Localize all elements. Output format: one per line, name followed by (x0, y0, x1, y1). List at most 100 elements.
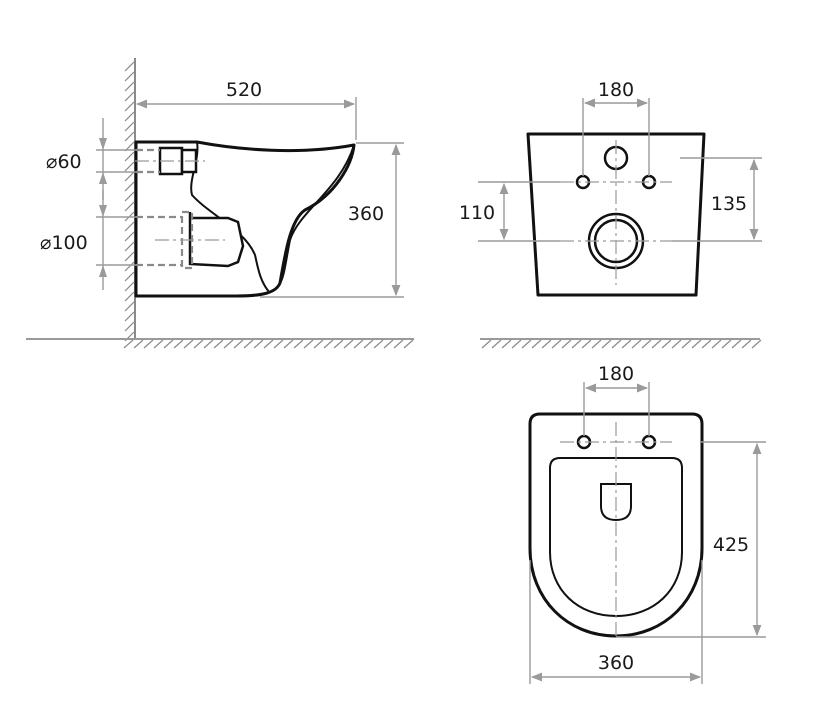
floor-hatch-stroke (173, 339, 184, 349)
floor-hatch-stroke (333, 339, 344, 349)
floor-hatch-stroke (601, 339, 612, 349)
floor-hatch-stroke (133, 339, 144, 349)
floor-hatch-stroke (123, 339, 134, 349)
floor-hatch-stroke (591, 339, 602, 349)
wall-hatch-stroke (124, 191, 135, 202)
wall-hatch-stroke (124, 81, 135, 92)
floor-hatch-stroke (671, 339, 682, 349)
dim-100-label: ⌀100 (40, 232, 88, 254)
floor-hatch-stroke (233, 339, 244, 349)
floor-hatch-stroke (153, 339, 164, 349)
floor-hatch-stroke (203, 339, 214, 349)
dim-180-back-label: 180 (598, 79, 634, 101)
floor-hatch-stroke (403, 339, 414, 349)
wall-hatch-stroke (124, 201, 135, 212)
floor-hatch-stroke (501, 339, 512, 349)
floor-hatch-stroke (491, 339, 502, 349)
floor-hatch-stroke (551, 339, 562, 349)
side-view: 520 360 ⌀60 ⌀100 (26, 58, 414, 349)
floor-hatch-stroke (183, 339, 194, 349)
floor-hatch-stroke (253, 339, 264, 349)
dim-60-arrow-top (99, 138, 107, 150)
wall-hatch-stroke (124, 151, 135, 162)
floor-hatch-stroke (323, 339, 334, 349)
wall-hatch-stroke (124, 261, 135, 272)
wall-hatch-stroke (124, 161, 135, 172)
dim-360-label: 360 (348, 203, 384, 225)
wall-hatch-stroke (124, 61, 135, 72)
wall-hatch-stroke (124, 101, 135, 112)
wall-hatch-stroke (124, 291, 135, 302)
floor-hatch-stroke (521, 339, 532, 349)
wall-hatch-stroke (124, 221, 135, 232)
flush-outlet (600, 483, 632, 522)
floor-hatch-stroke (681, 339, 692, 349)
floor-hatch-stroke (373, 339, 384, 349)
dim-135-label: 135 (711, 193, 747, 215)
wall-hatch-stroke (124, 231, 135, 242)
wall-hatch-stroke (124, 91, 135, 102)
wall-hatch-stroke (124, 271, 135, 282)
floor-hatch-stroke (283, 339, 294, 349)
wall-hatch-stroke (124, 311, 135, 322)
floor-hatch-stroke (531, 339, 542, 349)
wall-hatch-stroke (124, 111, 135, 122)
dim-425-label: 425 (713, 534, 749, 556)
floor-hatch-stroke (731, 339, 742, 349)
floor-hatch-stroke (651, 339, 662, 349)
floor-hatch-stroke (721, 339, 732, 349)
floor-hatch-stroke (541, 339, 552, 349)
floor-hatch-stroke (691, 339, 702, 349)
floor-hatch-stroke (631, 339, 642, 349)
floor-hatch-stroke (571, 339, 582, 349)
top-view: 180 425 360 (528, 363, 766, 684)
dim-360-top-label: 360 (598, 652, 634, 674)
floor-hatch-stroke (661, 339, 672, 349)
floor-hatch-stroke (641, 339, 652, 349)
dim-180-top-label: 180 (598, 363, 634, 385)
wall-hatch-stroke (124, 301, 135, 312)
floor-hatch-stroke (363, 339, 374, 349)
wall-hatch-stroke (124, 181, 135, 192)
floor-hatch-stroke (393, 339, 404, 349)
floor-hatch-stroke (611, 339, 622, 349)
floor-hatch-right (481, 339, 762, 349)
floor-hatch-stroke (353, 339, 364, 349)
drain-pipe-outline (188, 212, 245, 268)
floor-hatch-stroke (303, 339, 314, 349)
back-view: 180 110 135 (459, 79, 762, 349)
floor-hatch-stroke (561, 339, 572, 349)
dim-100-arrow-bottom (99, 265, 107, 277)
dim-520-label: 520 (226, 79, 262, 101)
floor-hatch-left (123, 339, 414, 349)
floor-hatch-stroke (511, 339, 522, 349)
wall-hatch-stroke (124, 251, 135, 262)
wall-hatch (124, 61, 135, 342)
floor-hatch-stroke (223, 339, 234, 349)
wall-hatch-stroke (124, 321, 135, 332)
floor-hatch-stroke (751, 339, 762, 349)
floor-hatch-stroke (581, 339, 592, 349)
floor-hatch-stroke (273, 339, 284, 349)
dim-110-label: 110 (459, 202, 495, 224)
floor-hatch-stroke (383, 339, 394, 349)
floor-hatch-stroke (163, 339, 174, 349)
floor-hatch-stroke (193, 339, 204, 349)
wall-hatch-stroke (124, 281, 135, 292)
wall-hatch-stroke (124, 121, 135, 132)
rim-inner-curve (279, 144, 355, 284)
dim-60-label: ⌀60 (46, 151, 82, 173)
floor-hatch-stroke (213, 339, 224, 349)
floor-hatch-stroke (263, 339, 274, 349)
floor-hatch-stroke (711, 339, 722, 349)
floor-hatch-stroke (343, 339, 354, 349)
floor-hatch-stroke (293, 339, 304, 349)
wall-hatch-stroke (124, 241, 135, 252)
floor-hatch-stroke (481, 339, 492, 349)
floor-hatch-stroke (243, 339, 254, 349)
floor-hatch-stroke (143, 339, 154, 349)
dim-60-arrow-bottom (99, 172, 107, 184)
dim-100-arrow-top (99, 205, 107, 217)
floor-hatch-stroke (313, 339, 324, 349)
